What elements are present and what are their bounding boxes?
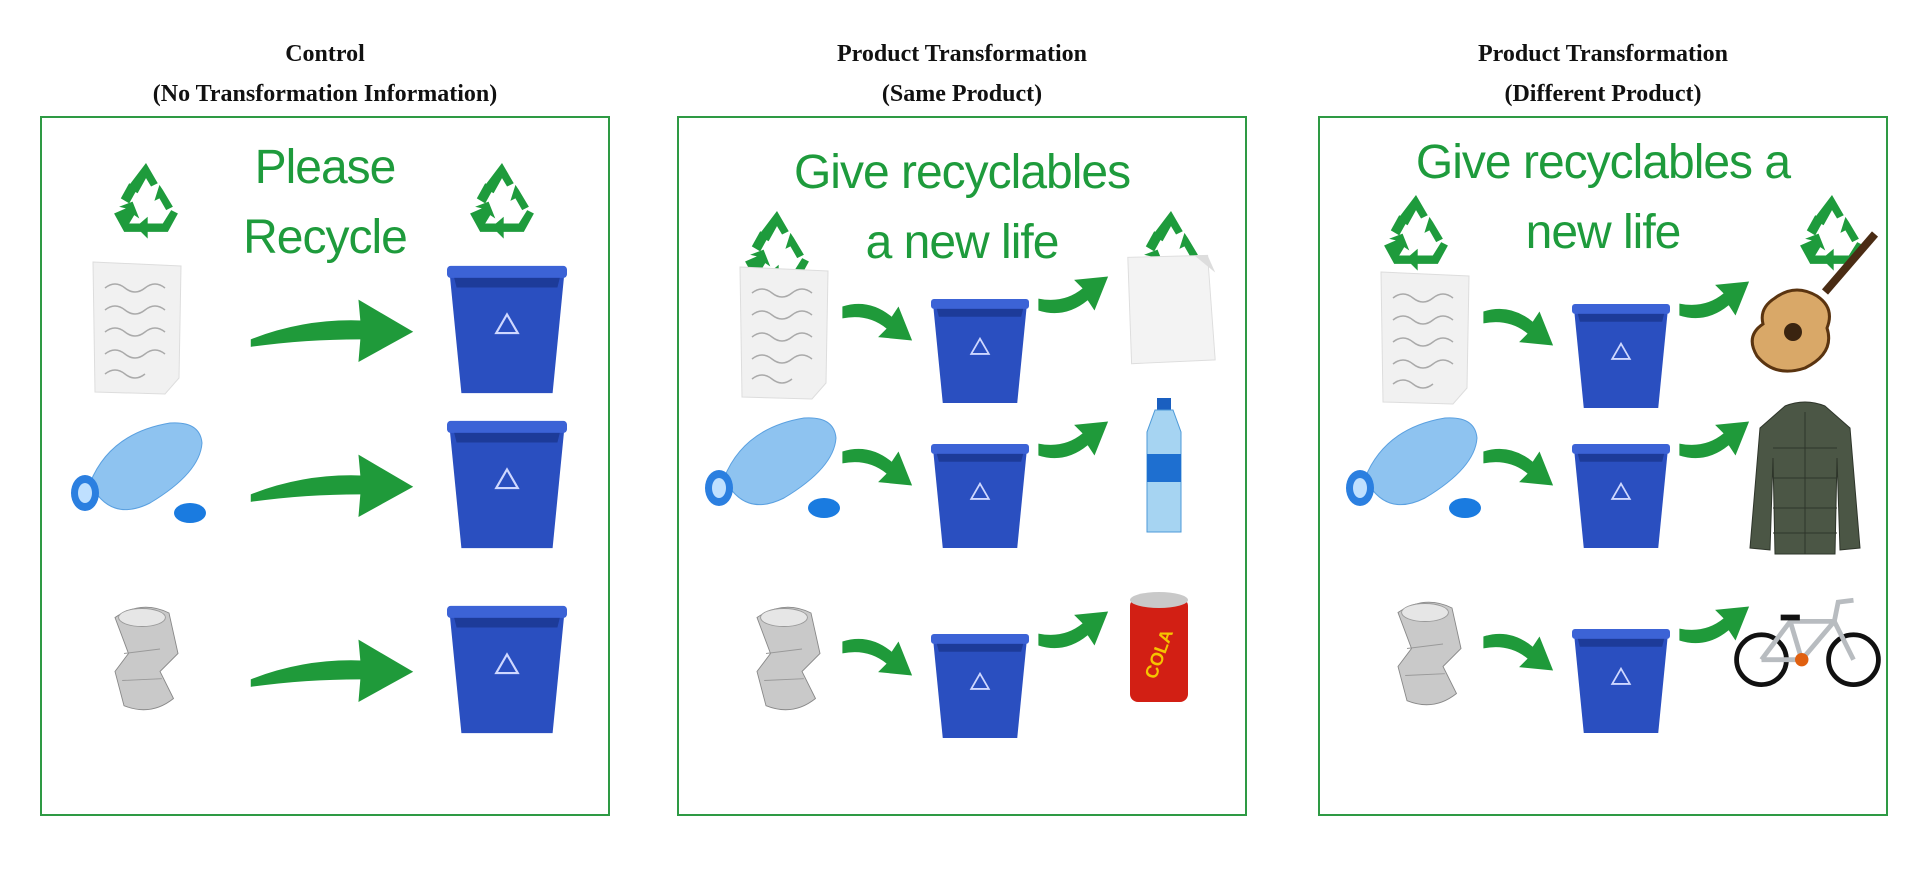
condition-title: Control (No Transformation Information) [38, 34, 612, 114]
recycle-icon [460, 158, 544, 242]
arrow-icon [839, 281, 924, 354]
transformation-row [42, 248, 608, 418]
transformation-row [679, 398, 1245, 568]
arrow-icon [1035, 598, 1120, 671]
heading-line1: Give recyclables a [1415, 136, 1791, 189]
recycling-bin-icon [447, 262, 567, 402]
transformation-row [1320, 231, 1886, 428]
crushed-can-icon [1380, 593, 1470, 718]
heading-line2: Recycle [243, 211, 408, 264]
guitar-icon [1745, 228, 1885, 383]
crushed-can-icon [97, 598, 187, 723]
plastic-bottle-icon [694, 408, 854, 533]
crushed-can-icon [739, 598, 829, 723]
arrow-icon [1676, 408, 1761, 481]
condition-title: Product Transformation (Different Product… [1316, 34, 1890, 114]
arrow-icon [1676, 268, 1761, 341]
transformation-row [1320, 398, 1886, 568]
arrow-icon [1035, 263, 1120, 336]
recycling-bin-icon [447, 417, 567, 557]
recycling-bin-icon [1572, 623, 1670, 744]
recycling-bin-icon [447, 602, 567, 742]
arrow-icon [1480, 286, 1565, 359]
transformation-row: COLA [679, 588, 1245, 758]
cola-can-icon: COLA [1124, 588, 1194, 713]
arrow-icon [247, 628, 417, 713]
paper-icon [87, 258, 187, 403]
recycle-icon [104, 158, 188, 242]
recycle-icon [1374, 190, 1458, 274]
recycling-bin-icon [931, 628, 1029, 749]
paper-icon [1375, 268, 1475, 413]
paper-icon [734, 263, 834, 408]
transformation-row [42, 403, 608, 573]
arrow-icon [1480, 426, 1565, 499]
heading-line2: new life [1525, 206, 1682, 259]
condition-title-line2: (No Transformation Information) [152, 81, 498, 107]
recycling-bin-icon [1572, 298, 1670, 419]
heading-line1: Please [254, 141, 397, 194]
condition-panel: Give recyclables a new life [1318, 116, 1888, 816]
condition-title-line2: (Different Product) [1504, 81, 1702, 107]
arrow-icon [1035, 408, 1120, 481]
arrow-icon [247, 288, 417, 373]
transformation-row [1320, 583, 1886, 753]
recycling-bin-icon [931, 438, 1029, 559]
transformation-row [679, 253, 1245, 423]
blank-paper-icon [1124, 253, 1219, 373]
arrow-icon [247, 443, 417, 528]
recycling-bin-icon [931, 293, 1029, 414]
arrow-icon [1480, 611, 1565, 684]
water-bottle-icon [1139, 398, 1189, 543]
transformation-row [42, 588, 608, 758]
condition-title-line1: Control [285, 41, 365, 67]
plastic-bottle-icon [60, 413, 220, 538]
condition-title-line2: (Same Product) [881, 81, 1043, 107]
jacket-icon [1745, 398, 1865, 563]
bicycle-icon [1730, 583, 1885, 703]
arrow-icon [839, 426, 924, 499]
heading-line1: Give recyclables [793, 146, 1131, 199]
condition-title-line1: Product Transformation [1478, 41, 1728, 67]
arrow-icon [1676, 593, 1761, 666]
recycling-bin-icon [1572, 438, 1670, 559]
heading-line2: a new life [865, 216, 1060, 269]
plastic-bottle-icon [1335, 408, 1495, 533]
condition-panel: Give recyclables a new life COLA [677, 116, 1247, 816]
arrow-icon [839, 616, 924, 689]
condition-title: Product Transformation (Same Product) [675, 34, 1249, 114]
condition-title-line1: Product Transformation [837, 41, 1087, 67]
